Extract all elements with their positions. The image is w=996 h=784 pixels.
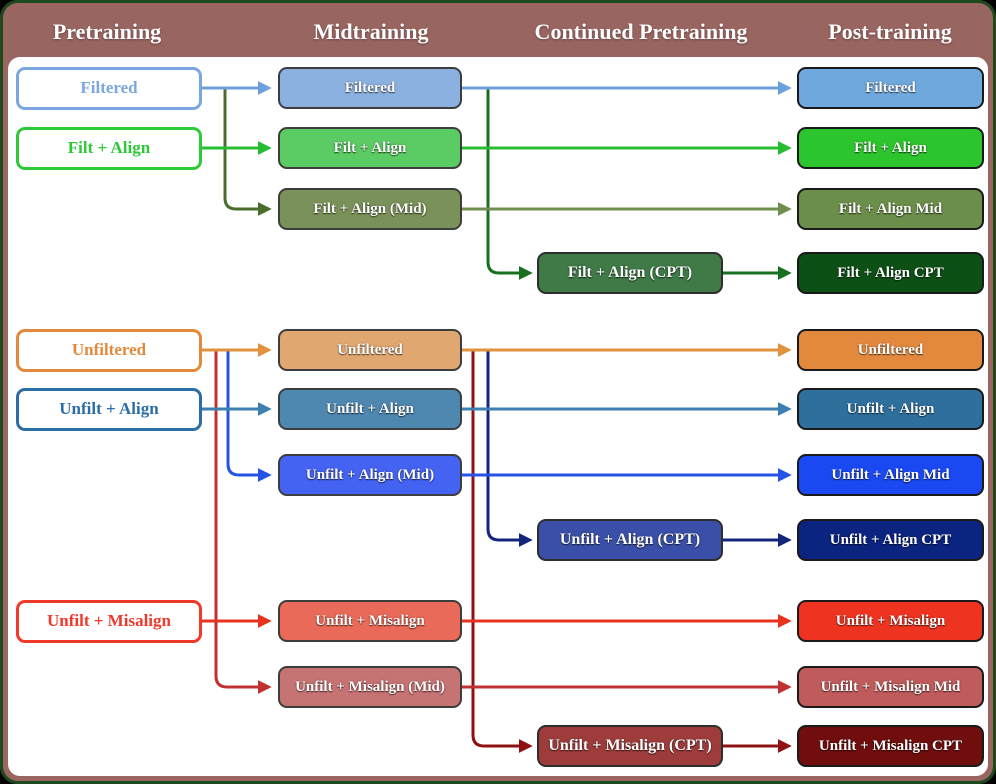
node-midtraining-filt-align: Filt + Align bbox=[278, 127, 462, 169]
node-post-filt-align: Filt + Align bbox=[797, 127, 984, 169]
node-post-unfilt-align-mid: Unfilt + Align Mid bbox=[797, 454, 984, 496]
column-header-continued-pretraining: Continued Pretraining bbox=[534, 19, 748, 44]
node-post-filt-align-cpt: Filt + Align CPT bbox=[797, 252, 984, 294]
column-header-midtraining: Midtraining bbox=[313, 19, 429, 44]
node-post-unfilt-misalign: Unfilt + Misalign bbox=[797, 600, 984, 642]
column-header-pretraining: Pretraining bbox=[52, 19, 162, 44]
node-midtraining-unfilt-misalign: Unfilt + Misalign bbox=[278, 600, 462, 642]
node-cpt-unfilt-align: Unfilt + Align (CPT) bbox=[537, 519, 723, 561]
node-midtraining-unfilt-misalign-mid: Unfilt + Misalign (Mid) bbox=[278, 666, 462, 708]
node-post-unfilt-misalign-mid: Unfilt + Misalign Mid bbox=[797, 666, 984, 708]
node-midtraining-unfilt-align: Unfilt + Align bbox=[278, 388, 462, 430]
node-post-unfilt-misalign-cpt: Unfilt + Misalign CPT bbox=[797, 725, 984, 767]
node-midtraining-filt-align-mid: Filt + Align (Mid) bbox=[278, 188, 462, 230]
node-midtraining-filtered: Filtered bbox=[278, 67, 462, 109]
node-pretraining-filt-align: Filt + Align bbox=[16, 126, 202, 170]
node-pretraining-filtered: Filtered bbox=[16, 66, 202, 110]
node-pretraining-unfilt-misalign: Unfilt + Misalign bbox=[16, 599, 202, 643]
node-post-filtered: Filtered bbox=[797, 67, 984, 109]
node-post-filt-align-mid: Filt + Align Mid bbox=[797, 188, 984, 230]
node-post-unfilt-align: Unfilt + Align bbox=[797, 388, 984, 430]
node-post-unfiltered: Unfiltered bbox=[797, 329, 984, 371]
node-midtraining-unfilt-align-mid: Unfilt + Align (Mid) bbox=[278, 454, 462, 496]
node-pretraining-unfilt-align: Unfilt + Align bbox=[16, 387, 202, 431]
column-header-post-training: Post-training bbox=[828, 19, 952, 44]
node-cpt-filt-align: Filt + Align (CPT) bbox=[537, 252, 723, 294]
node-midtraining-unfiltered: Unfiltered bbox=[278, 329, 462, 371]
node-pretraining-unfiltered: Unfiltered bbox=[16, 328, 202, 372]
node-cpt-unfilt-misalign: Unfilt + Misalign (CPT) bbox=[537, 725, 723, 767]
node-post-unfilt-align-cpt: Unfilt + Align CPT bbox=[797, 519, 984, 561]
